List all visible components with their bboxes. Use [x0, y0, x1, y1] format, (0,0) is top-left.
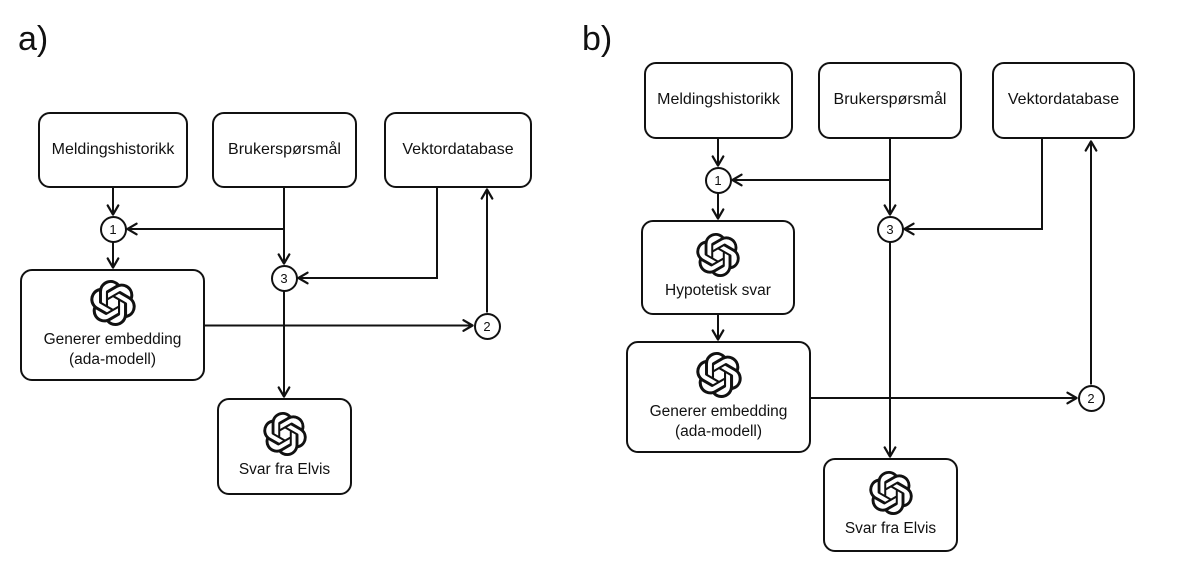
node-label: Hypotetisk svar — [665, 282, 771, 300]
node-a-vektordatabase: Vektordatabase — [384, 112, 532, 188]
step-circle-b-2: 2 — [1077, 384, 1105, 412]
node-a-generer-embedding: Generer embedding (ada-modell) — [20, 269, 205, 381]
step-number: 1 — [109, 221, 117, 237]
edge-a-vektordatabase-to-step3 — [297, 188, 438, 285]
edge-b-vektordatabase-to-step3 — [903, 139, 1043, 236]
node-label: Svar fra Elvis — [844, 519, 937, 537]
openai-logo-icon — [89, 279, 136, 326]
node-label: Vektordatabase — [1007, 91, 1120, 109]
node-label: Meldingshistorikk — [657, 91, 780, 109]
step-circle-b-1: 1 — [704, 166, 732, 194]
node-label: Vektordatabase — [402, 140, 514, 158]
node-label-line2: (ada-modell) — [674, 423, 762, 440]
step-number: 2 — [483, 318, 491, 334]
step-circle-a-1: 1 — [99, 215, 127, 243]
node-b-generer-embedding: Generer embedding (ada-modell) — [626, 341, 811, 453]
node-label: Meldingshistorikk — [51, 140, 175, 158]
node-a-brukersporsmal: Brukerspørsmål — [212, 112, 357, 188]
node-label: Brukerspørsmål — [833, 91, 947, 109]
node-label: Svar fra Elvis — [238, 461, 331, 479]
node-b-meldingshistorikk: Meldingshistorikk — [644, 62, 793, 139]
node-label: Brukerspørsmål — [228, 140, 341, 158]
openai-logo-icon — [695, 351, 742, 398]
node-a-meldingshistorikk: Meldingshistorikk — [38, 112, 188, 188]
step-circle-b-3: 3 — [876, 215, 904, 243]
node-label-line2: (ada-modell) — [68, 351, 156, 368]
step-number: 2 — [1087, 390, 1095, 406]
node-label-line1: Generer embedding — [649, 402, 788, 420]
step-number: 3 — [280, 270, 288, 286]
node-b-vektordatabase: Vektordatabase — [992, 62, 1135, 139]
step-number: 3 — [886, 221, 894, 237]
step-circle-a-2: 2 — [473, 312, 501, 340]
node-b-hypotetisk-svar: Hypotetisk svar — [641, 220, 795, 315]
node-label-line1: Generer embedding — [43, 330, 182, 348]
step-circle-a-3: 3 — [270, 264, 298, 292]
panel-label-b: b) — [582, 20, 613, 58]
openai-logo-icon — [868, 470, 913, 515]
openai-logo-icon — [262, 412, 307, 457]
node-b-svar-fra-elvis: Svar fra Elvis — [823, 458, 958, 552]
openai-logo-icon — [696, 233, 740, 278]
node-a-svar-fra-elvis: Svar fra Elvis — [217, 398, 352, 495]
node-b-brukersporsmal: Brukerspørsmål — [818, 62, 962, 139]
panel-label-a: a) — [18, 20, 49, 58]
step-number: 1 — [714, 172, 722, 188]
